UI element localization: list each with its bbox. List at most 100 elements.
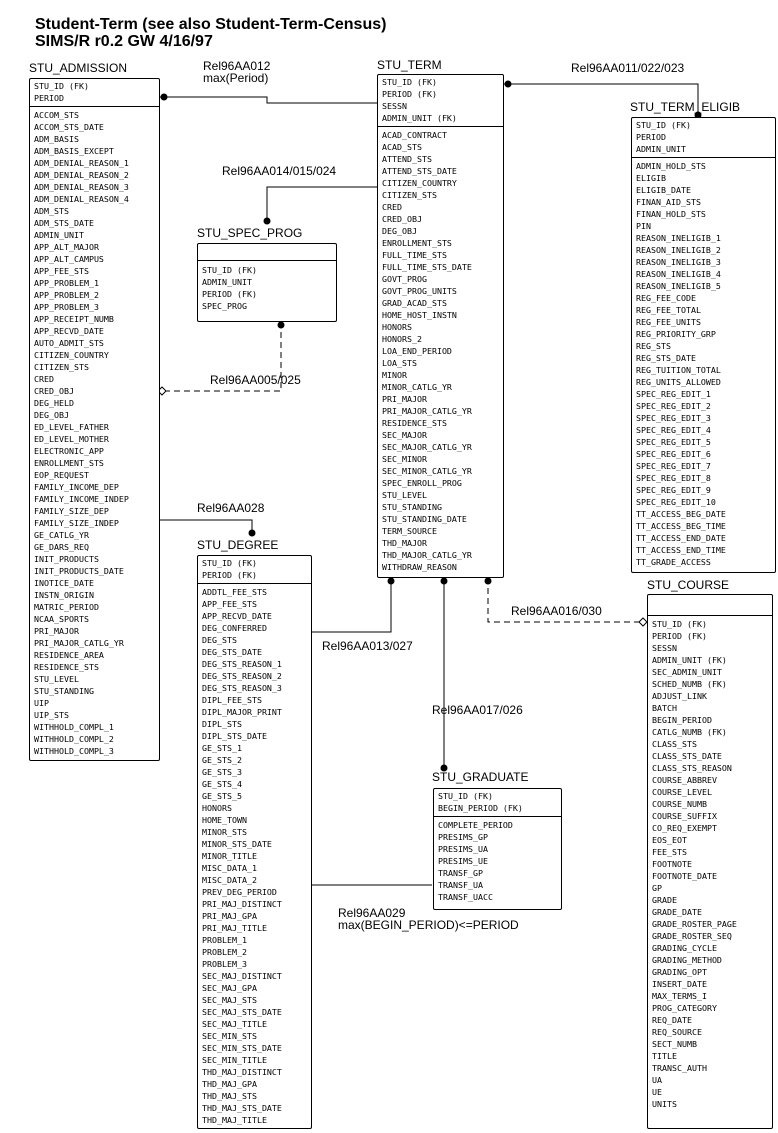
attribute-row: FULL_TIME_STS_DATE — [382, 262, 472, 272]
attribute-row: HONORS — [202, 803, 232, 813]
attribute-row: THD_MAJOR — [382, 538, 427, 548]
attribute-row: MINOR_STS_DATE — [202, 839, 272, 849]
attribute-row: FAMILY_SIZE_INDEP — [34, 518, 119, 528]
rel-dot — [277, 321, 285, 329]
attribute-row: ED_LEVEL_FATHER — [34, 422, 109, 432]
attribute-row: PRI_MAJ_GPA — [202, 911, 257, 921]
attribute-row: COURSE_ABBREV — [652, 775, 717, 785]
attribute-row: UIP_STS — [34, 710, 69, 720]
attribute-row: REG_STS — [636, 341, 671, 351]
attribute-row: APP_RECEIPT_NUMB — [34, 314, 114, 324]
diagram-subtitle: SIMS/R r0.2 GW 4/16/97 — [35, 33, 213, 50]
attribute-row: TT_ACCESS_END_TIME — [636, 545, 726, 555]
entity-keys: STU_ID (FK)PERIOD — [30, 79, 159, 107]
rel-dot — [484, 577, 492, 585]
attribute-row: UA — [652, 1075, 662, 1085]
attribute-row: EOS_EOT — [652, 835, 687, 845]
attribute-row: STU_STANDING_DATE — [382, 514, 467, 524]
attribute-row: MINOR_STS — [202, 827, 247, 837]
attribute-row: TRANSF_UACC — [438, 892, 493, 902]
attribute-row: NCAA_SPORTS — [34, 614, 89, 624]
attribute-row: TRANSF_UA — [438, 880, 483, 890]
attribute-row: ENROLLMENT_STS — [34, 458, 104, 468]
attribute-row: ED_LEVEL_MOTHER — [34, 434, 109, 444]
attribute-row: PRI_MAJOR — [382, 394, 427, 404]
rel-admission-degree-line — [160, 519, 253, 533]
attribute-row: COURSE_NUMB — [652, 799, 707, 809]
attribute-row: TT_ACCESS_END_DATE — [636, 533, 726, 543]
rel-dot — [248, 529, 256, 537]
attribute-row: APP_FEE_STS — [202, 599, 257, 609]
attribute-row: MINOR_CATLG_YR — [382, 382, 452, 392]
attribute-row: SPEC_REG_EDIT_3 — [636, 413, 711, 423]
attribute-row: STU_ID (FK) — [202, 265, 257, 275]
attribute-row: BATCH — [652, 703, 677, 713]
attribute-row: BEGIN_PERIOD — [652, 715, 712, 725]
attribute-row: APP_RECVD_DATE — [34, 326, 104, 336]
rel-label-012: Rel96AA012 max(Period) — [203, 59, 271, 85]
attribute-row: PRESIMS_UE — [438, 856, 488, 866]
attribute-row: MATRIC_PERIOD — [34, 602, 99, 612]
entity-name-stu-admission: STU_ADMISSION — [29, 61, 128, 75]
attribute-row: SPEC_REG_EDIT_8 — [636, 473, 711, 483]
attribute-row: PERIOD — [34, 93, 64, 103]
attribute-row: STU_LEVEL — [34, 674, 79, 684]
attribute-row: DEG_STS_REASON_2 — [202, 671, 282, 681]
attribute-row: FAMILY_INCOME_INDEP — [34, 494, 129, 504]
attribute-row: APP_FEE_STS — [34, 266, 89, 276]
attribute-row: INIT_PRODUCTS — [34, 554, 99, 564]
rel-dot — [160, 93, 168, 101]
entity-keys: STU_ID (FK)BEGIN_PERIOD (FK) — [434, 789, 561, 817]
attribute-row: SEC_MIN_STS — [202, 1031, 257, 1041]
rel-term-course-line — [487, 578, 643, 623]
attribute-row: CRED — [382, 202, 402, 212]
attribute-row: ACAD_CONTRACT — [382, 130, 447, 140]
attribute-row: SPEC_ENROLL_PROG — [382, 478, 462, 488]
attribute-row: THD_MAJOR_CATLG_YR — [382, 550, 472, 560]
attribute-row: REQ_SOURCE — [652, 1027, 702, 1037]
attribute-row: PROBLEM_2 — [202, 947, 247, 957]
attribute-row: GE_STS_1 — [202, 743, 242, 753]
attribute-row: GRADE_ROSTER_PAGE — [652, 919, 737, 929]
attribute-row: PREV_DEG_PERIOD — [202, 887, 277, 897]
rel-label-011: Rel96AA011/022/023 — [571, 61, 685, 75]
attribute-row: PROG_CATEGORY — [652, 1003, 717, 1013]
attribute-row: FOOTNOTE — [652, 859, 692, 869]
attribute-row: REG_FEE_TOTAL — [636, 305, 701, 315]
attribute-row: PRI_MAJOR_CATLG_YR — [382, 406, 472, 416]
entity-stu-graduate[interactable]: STU_ID (FK)BEGIN_PERIOD (FK) COMPLETE_PE… — [433, 788, 562, 910]
entity-name-stu-spec-prog: STU_SPEC_PROG — [197, 226, 303, 240]
attribute-row: CLASS_STS_REASON — [652, 763, 732, 773]
attribute-row: GRADING_METHOD — [652, 955, 722, 965]
attribute-row: THD_MAJ_STS — [202, 1091, 257, 1101]
attribute-row: COURSE_LEVEL — [652, 787, 712, 797]
attribute-row: GE_STS_3 — [202, 767, 242, 777]
attribute-row: STU_ID (FK) — [636, 120, 691, 130]
attribute-row: DEG_STS_DATE — [202, 647, 262, 657]
attribute-row: STU_STANDING — [34, 686, 94, 696]
attribute-row: ADM_STS_DATE — [34, 218, 94, 228]
rel-term-specprog-line — [266, 186, 377, 222]
attribute-row: TT_GRADE_ACCESS — [636, 557, 711, 567]
attribute-row: REQ_DATE — [652, 1015, 692, 1025]
attribute-row: REG_PRIORITY_GRP — [636, 329, 716, 339]
attribute-row: PRI_MAJOR_CATLG_YR — [34, 638, 124, 648]
attribute-row: SEC_MAJ_GPA — [202, 983, 257, 993]
attribute-row: CRED_OBJ — [34, 386, 74, 396]
attribute-row: THD_MAJ_STS_DATE — [202, 1103, 282, 1113]
rel-label-017: Rel96AA017/026 — [432, 703, 523, 717]
attribute-row: ELECTRONIC_APP — [34, 446, 104, 456]
attribute-row: STU_ID (FK) — [382, 77, 437, 87]
attribute-row: INOTICE_DATE — [34, 578, 94, 588]
attribute-row: RESIDENCE_STS — [382, 418, 447, 428]
attribute-row: ADMIN_UNIT — [34, 230, 84, 240]
